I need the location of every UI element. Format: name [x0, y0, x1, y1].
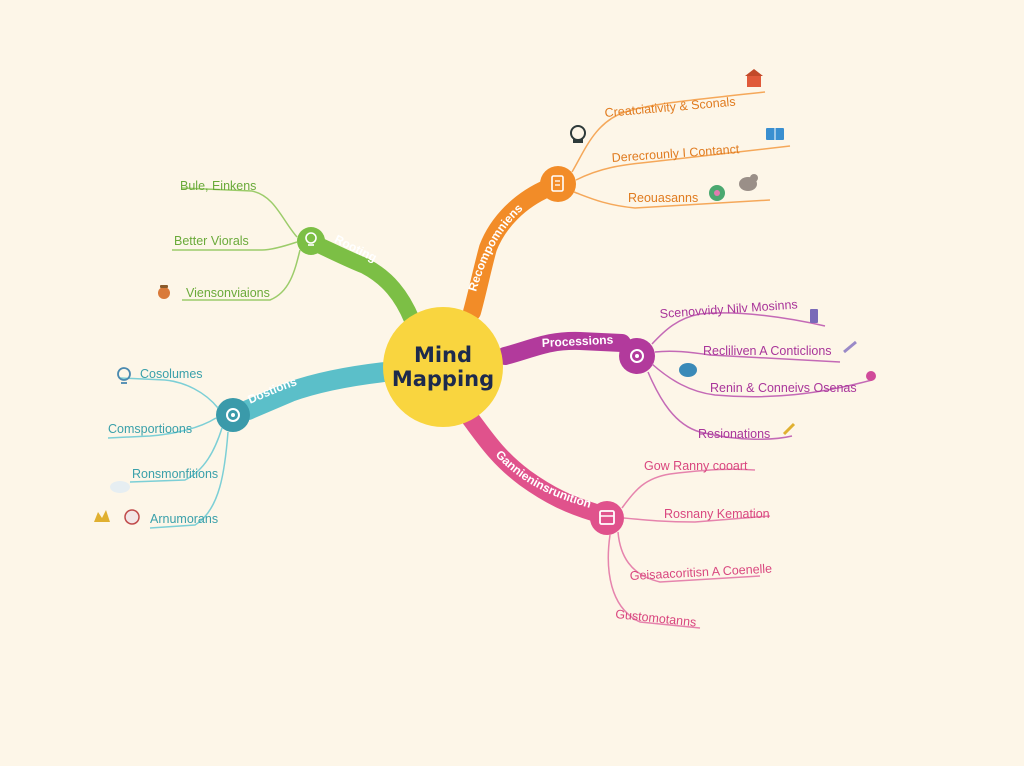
calendar-icon	[599, 510, 615, 525]
teal-twig-4	[149, 431, 229, 529]
pink-twig-4	[607, 534, 701, 629]
purple-twig-3	[651, 363, 873, 398]
teal-item-1[interactable]: Cosolumes	[140, 367, 203, 381]
branch-orange-node[interactable]	[540, 166, 576, 202]
green-twig-1	[181, 187, 298, 238]
center-title-line-1: Mind	[414, 343, 472, 367]
pink-item-1[interactable]: Gow Ranny cooart	[644, 459, 748, 473]
orange-item-3[interactable]: Reouasanns	[628, 191, 698, 205]
crown-icon	[94, 510, 110, 522]
center-title-line-2: Mapping	[392, 367, 494, 391]
branch-orange-label[interactable]: Recompomniens	[465, 201, 525, 293]
lab-icon	[810, 309, 818, 323]
orange-twig-3	[573, 191, 771, 209]
pink-item-2[interactable]: Rosnany Kemation	[664, 507, 770, 521]
pink-twig-1	[621, 468, 756, 509]
green-item-1[interactable]: Bule, Einkens	[180, 179, 256, 193]
acorn-icon	[158, 285, 170, 299]
green-item-3[interactable]: Viensonviaions	[186, 286, 270, 300]
purple-twig-4	[647, 371, 793, 440]
branch-teal: Dostions Cosolumes Comsportioons Ronsmon…	[94, 362, 395, 529]
palette-icon	[124, 509, 140, 525]
branch-green: Rooting Bule, Einkens Better Viorals Vie…	[158, 179, 420, 328]
paint-splash-icon	[679, 363, 697, 377]
branch-teal-connector	[238, 362, 395, 420]
gear-icon	[630, 349, 644, 363]
branch-pink: Gannieninsrunition Gow Ranny cooart Rosn…	[461, 409, 772, 629]
cat-icon	[739, 174, 758, 191]
branch-green-node[interactable]	[297, 227, 325, 255]
branch-purple: Processions Scenovvidy Nilv Mosinns Recl…	[496, 297, 876, 441]
pink-twig-2	[623, 515, 771, 523]
wand-icon	[843, 340, 857, 354]
purple-twig-2	[654, 350, 841, 363]
green-twig-3	[182, 249, 301, 301]
teal-item-4[interactable]: Arnumorans	[150, 512, 218, 526]
branch-pink-label[interactable]: Gannieninsrunition	[493, 447, 593, 510]
branch-green-connector	[304, 234, 420, 328]
purple-item-3[interactable]: Renin & Conneivs Osenas	[710, 381, 857, 395]
purple-item-2[interactable]: Recliliven A Conticlions	[703, 344, 832, 358]
branch-purple-label[interactable]: Processions	[541, 333, 613, 350]
graph-icon	[226, 408, 240, 422]
teal-twig-3	[129, 427, 223, 483]
branch-purple-connector	[496, 331, 631, 365]
pencil-icon	[782, 422, 796, 436]
book-icon	[766, 128, 784, 140]
branch-pink-node[interactable]	[590, 501, 624, 535]
teal-item-3[interactable]: Ronsmonfitions	[132, 467, 218, 481]
teal-twig-2	[107, 417, 217, 439]
branch-orange-connector	[463, 179, 557, 321]
lamp-icon	[570, 125, 586, 143]
teal-twig-1	[119, 377, 219, 409]
green-twig-2	[172, 241, 298, 251]
center-circle	[383, 307, 503, 427]
document-icon	[551, 175, 564, 192]
purple-item-4[interactable]: Resionations	[698, 427, 770, 441]
branch-pink-connector	[461, 409, 602, 521]
lightbulb-icon	[305, 232, 317, 246]
pink-item-4[interactable]: Gustomotanns	[615, 607, 697, 629]
globe-icon	[709, 185, 725, 201]
house-icon	[745, 69, 763, 87]
branch-orange: Recompomniens Creatciativity & Sconals D…	[463, 69, 791, 321]
cloud-icon	[110, 481, 130, 493]
orange-twig-1	[571, 91, 766, 173]
lightbulb-outline-icon	[117, 367, 131, 384]
orange-twig-2	[575, 145, 791, 181]
flower-icon	[866, 371, 876, 381]
teal-item-2[interactable]: Comsportioons	[108, 422, 192, 436]
purple-twig-1	[651, 312, 826, 345]
center-node[interactable]: Mind Mapping	[383, 307, 503, 427]
green-item-2[interactable]: Better Viorals	[174, 234, 249, 248]
orange-item-1[interactable]: Creatciativity & Sconals	[604, 95, 736, 120]
orange-item-2[interactable]: Derecrounly I Contanct	[611, 142, 740, 165]
pink-twig-3	[617, 531, 761, 583]
